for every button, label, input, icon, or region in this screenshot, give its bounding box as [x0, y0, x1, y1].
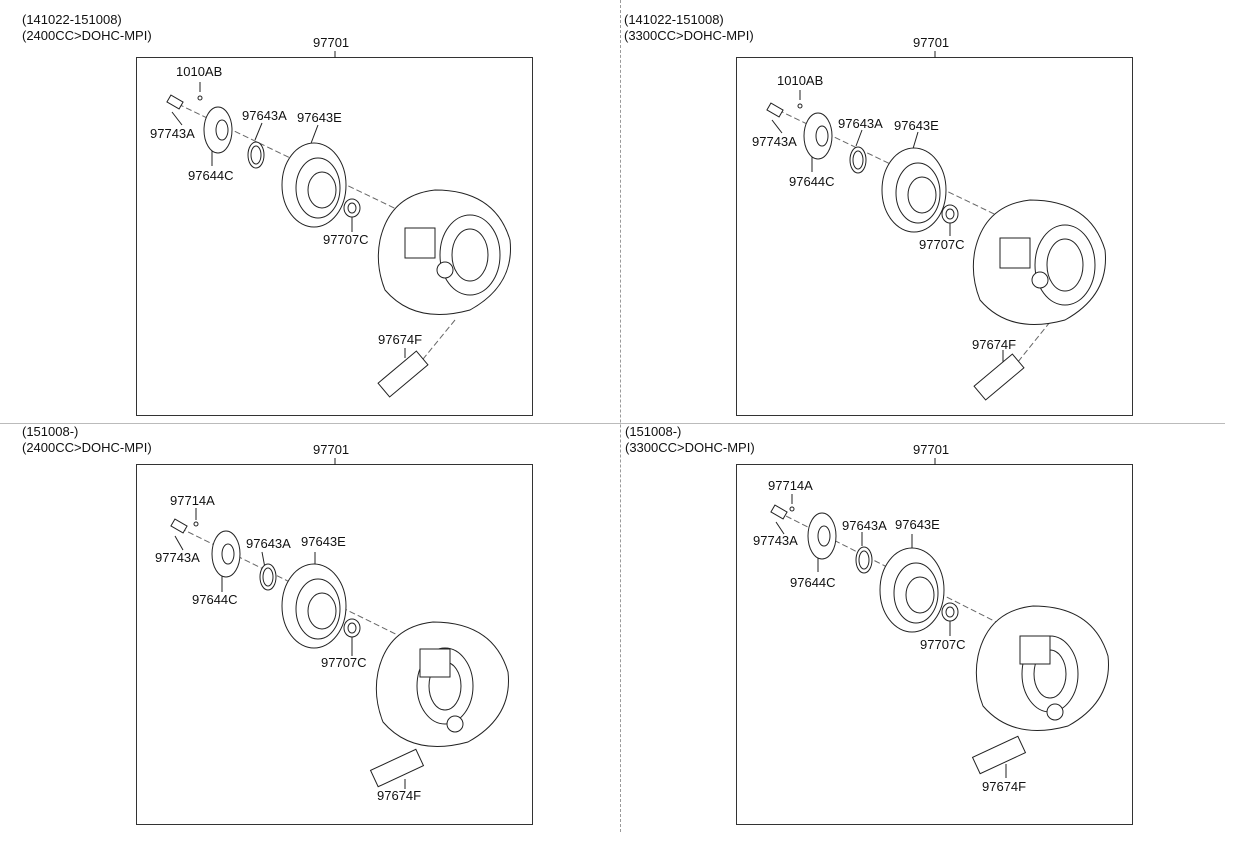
assembly-number: 97701: [313, 35, 350, 50]
variant-header: (141022-151008) (3300CC>DOHC-MPI): [624, 12, 754, 44]
part-label: 97714A: [170, 493, 215, 508]
compressor-exploded-view: [766, 51, 1106, 401]
part-label: 97644C: [188, 168, 234, 183]
part-label: 97743A: [155, 550, 200, 565]
engine-spec: (3300CC>DOHC-MPI): [624, 28, 754, 43]
engine-spec: (2400CC>DOHC-MPI): [22, 28, 152, 43]
compressor-exploded-view: [166, 51, 511, 398]
diagram-panel-bottom-right: (151008-) (3300CC>DOHC-MPI) 97701: [600, 424, 1220, 848]
part-label: 97707C: [321, 655, 367, 670]
part-label: 97743A: [753, 533, 798, 548]
part-label: 97643A: [838, 116, 883, 131]
engine-spec: (3300CC>DOHC-MPI): [625, 440, 755, 455]
part-label: 97707C: [323, 232, 369, 247]
variant-header: (141022-151008) (2400CC>DOHC-MPI): [22, 12, 152, 44]
part-label: 97743A: [150, 126, 195, 141]
part-label: 97674F: [377, 788, 422, 803]
assembly-number: 97701: [313, 442, 350, 457]
part-label: 97643E: [894, 118, 939, 133]
diagram-panel-bottom-left: (151008-) (2400CC>DOHC-MPI) 97701: [0, 424, 620, 848]
part-label: 97714A: [768, 478, 813, 493]
part-label: 97643E: [301, 534, 346, 549]
part-label: 97644C: [192, 592, 238, 607]
date-range: (141022-151008): [22, 12, 122, 27]
part-label: 97707C: [920, 637, 966, 652]
part-label: 97643A: [842, 518, 887, 533]
part-label: 97644C: [789, 174, 835, 189]
part-label: 97674F: [982, 779, 1027, 794]
engine-spec: (2400CC>DOHC-MPI): [22, 440, 152, 455]
horizontal-divider: [0, 423, 1225, 424]
part-label: 97643E: [297, 110, 342, 125]
vertical-divider: [620, 0, 621, 832]
assembly-number: 97701: [913, 442, 950, 457]
diagram-panel-top-right: (141022-151008) (3300CC>DOHC-MPI) 97701: [600, 0, 1220, 424]
date-range: (141022-151008): [624, 12, 724, 27]
part-label: 97643A: [246, 536, 291, 551]
diagram-panel-top-left: (141022-151008) (2400CC>DOHC-MPI) 97701: [0, 0, 620, 424]
variant-header: (151008-) (3300CC>DOHC-MPI): [625, 424, 755, 456]
part-label: 97707C: [919, 237, 965, 252]
part-label: 97674F: [378, 332, 423, 347]
part-label: 97644C: [790, 575, 836, 590]
part-label: 1010AB: [176, 64, 223, 79]
compressor-exploded-view: [770, 458, 1109, 778]
part-label: 97643A: [242, 108, 287, 123]
part-label: 97743A: [752, 134, 797, 149]
part-label: 97674F: [972, 337, 1017, 352]
variant-header: (151008-) (2400CC>DOHC-MPI): [22, 424, 152, 456]
date-range: (151008-): [625, 424, 682, 439]
compressor-exploded-view: [170, 458, 509, 789]
date-range: (151008-): [22, 424, 79, 439]
part-label: 1010AB: [777, 73, 824, 88]
part-label: 97643E: [895, 517, 940, 532]
assembly-number: 97701: [913, 35, 950, 50]
